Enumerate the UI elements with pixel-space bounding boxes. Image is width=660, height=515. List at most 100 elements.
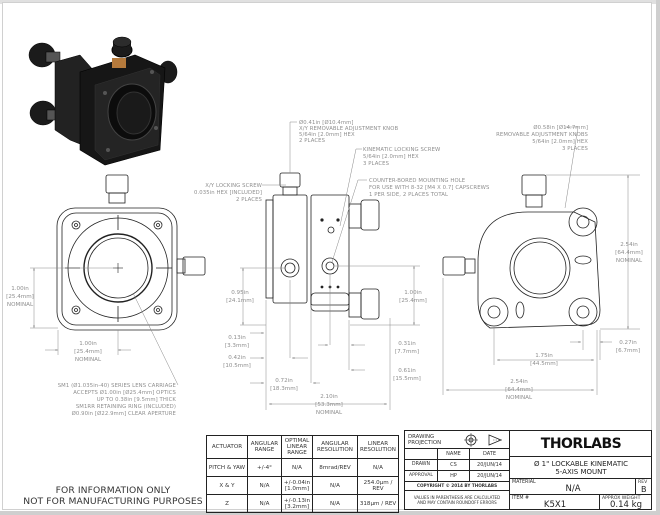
table-row: PITCH & YAW +/-4° N/A 8mrad/REV N/A bbox=[206, 458, 399, 477]
cell: N/A bbox=[312, 494, 358, 513]
front-dimension-lines bbox=[30, 267, 179, 386]
dim-side-013: 0.13in [3.3mm] bbox=[225, 335, 249, 349]
callout-kinematic-screw: KINEMATIC LOCKING SCREW 5/64in [2.0mm] H… bbox=[363, 147, 441, 167]
projection-label-line: DRAWING bbox=[408, 434, 435, 440]
dim-text: [64.4mm] bbox=[505, 387, 533, 393]
callout-line: X/Y LOCKING SCREW bbox=[205, 183, 262, 189]
callout-line: 5/64in [2.0mm] HEX bbox=[363, 154, 419, 160]
dim-text: 0.72in bbox=[275, 378, 293, 384]
dim-text: [15.5mm] bbox=[393, 376, 421, 382]
dim-text: 0.42in bbox=[228, 355, 246, 361]
item-label: ITEM # bbox=[512, 496, 530, 501]
dim-text: [24.1mm] bbox=[226, 298, 254, 304]
callout-line: 0.035in HEX [INCLUDED] bbox=[194, 190, 262, 196]
page-border-bottom bbox=[0, 511, 660, 515]
dim-side-061: 0.61in [15.5mm] bbox=[393, 368, 421, 382]
cell: +/-0.13in [3.2mm] bbox=[281, 494, 313, 513]
table-row: X & Y N/A +/-0.04in [1.0mm] N/A 254.0µm … bbox=[206, 476, 399, 495]
callout-xy-locking-screw: X/Y LOCKING SCREW 0.035in HEX [INCLUDED]… bbox=[194, 183, 263, 203]
callout-line: 5/64in [2.0mm] HEX bbox=[299, 132, 355, 138]
dim-side-031: 0.31in [7.7mm] bbox=[395, 341, 419, 355]
callout-xy-knob: Ø0.41in [Ø10.4mm] X/Y REMOVABLE ADJUSTME… bbox=[299, 119, 398, 144]
material-label: MATERIAL bbox=[512, 480, 536, 485]
back-view bbox=[442, 174, 601, 329]
values-note-line: VALUES IN PARENTHESIS ARE CALCULATED bbox=[413, 495, 501, 500]
callout-line: SM1 (Ø1.035in-40) SERIES LENS CARRIAGE bbox=[58, 382, 177, 389]
cell: +/-0.04in [1.0mm] bbox=[281, 476, 313, 495]
dim-text: NOMINAL bbox=[7, 302, 34, 308]
callout-line: KINEMATIC LOCKING SCREW bbox=[363, 147, 441, 153]
dim-text: NOMINAL bbox=[506, 395, 533, 401]
dim-text: NOMINAL bbox=[616, 258, 643, 264]
dim-text: [10.5mm] bbox=[223, 363, 251, 369]
dim-text: [64.4mm] bbox=[615, 250, 643, 256]
drawn-date: 20/JUN/14 bbox=[470, 460, 510, 471]
header-optimal-linear-range: OPTIMAL LINEAR RANGE bbox=[281, 435, 313, 459]
callout-sm1-lens-carriage: SM1 (Ø1.035in-40) SERIES LENS CARRIAGE A… bbox=[58, 382, 177, 417]
drawn-name: CS bbox=[438, 460, 470, 471]
dim-text: [7.7mm] bbox=[395, 349, 419, 355]
callout-line: 1 PER SIDE, 2 PLACES TOTAL bbox=[369, 192, 448, 198]
callout-removable-knobs: Ø0.58in [Ø14.7mm] REMOVABLE ADJUSTMENT K… bbox=[496, 124, 588, 152]
dim-side-072: 0.72in [18.3mm] bbox=[270, 378, 298, 392]
brand-text: THORLABS bbox=[540, 436, 622, 452]
dim-text: [25.4mm] bbox=[6, 294, 34, 300]
cell: N/A bbox=[281, 458, 313, 477]
dim-text: [6.7mm] bbox=[616, 348, 640, 354]
approval-date: 20/JUN/14 bbox=[470, 471, 510, 482]
callout-line: 3 PLACES bbox=[562, 146, 589, 152]
dim-text: 2.54in bbox=[620, 242, 638, 248]
cell: PITCH & YAW bbox=[206, 458, 248, 477]
dim-text: NOMINAL bbox=[316, 410, 343, 416]
thorlabs-logo: THORLABS bbox=[510, 436, 652, 452]
values-note: VALUES IN PARENTHESIS ARE CALCULATED AND… bbox=[405, 491, 510, 510]
item-cell: ITEM # K5X1 bbox=[510, 495, 600, 510]
table-row: Z N/A +/-0.13in [3.2mm] N/A 318µm / REV bbox=[206, 494, 399, 513]
callout-mounting-hole: COUNTER-BORED MOUNTING HOLE FOR USE WITH… bbox=[369, 178, 490, 198]
third-angle-projection-icon bbox=[464, 433, 503, 447]
dim-back-width: 2.54in [64.4mm] NOMINAL bbox=[505, 379, 533, 401]
header-angular-resolution: ANGULAR RESOLUTION bbox=[312, 435, 358, 459]
back-dimension-lines bbox=[442, 126, 640, 395]
dim-front-width: 1.00in [25.4mm] NOMINAL bbox=[74, 341, 102, 363]
projection-label-line: PROJECTION bbox=[408, 440, 442, 446]
cell: X & Y bbox=[206, 476, 248, 495]
page-border-right bbox=[656, 0, 660, 515]
dim-side-042: 0.42in [10.5mm] bbox=[223, 355, 251, 369]
callout-line: REMOVABLE ADJUSTMENT KNOBS bbox=[496, 132, 588, 138]
disclaimer-line-1: FOR INFORMATION ONLY bbox=[55, 485, 171, 496]
approval-label: APPROVAL bbox=[405, 471, 438, 482]
cell: 8mrad/REV bbox=[312, 458, 358, 477]
dim-back-175: 1.75in [44.5mm] bbox=[530, 353, 558, 367]
dim-front-height: 1.00in [25.4mm] NOMINAL bbox=[6, 286, 34, 308]
name-header: NAME bbox=[438, 449, 470, 460]
title-block: DRAWING PROJECTION NAME DATE DRAWN CS 20… bbox=[404, 430, 652, 510]
cell: +/-4° bbox=[247, 458, 282, 477]
dim-text: 0.31in bbox=[398, 341, 416, 347]
projection-cell: DRAWING PROJECTION bbox=[405, 431, 510, 449]
drawing-title: Ø 1" LOCKABLE KINEMATIC 5-AXIS MOUNT bbox=[510, 457, 652, 479]
dim-text: [53.3mm] bbox=[315, 402, 343, 408]
callout-line: 2 PLACES bbox=[299, 138, 326, 144]
dim-text: 2.10in bbox=[320, 394, 338, 400]
projection-label: DRAWING PROJECTION bbox=[408, 434, 441, 446]
rev-cell: REV B bbox=[636, 479, 652, 495]
weight-cell: APPROX WEIGHT 0.14 kg bbox=[600, 495, 652, 510]
dim-back-027: 0.27in [6.7mm] bbox=[616, 340, 640, 354]
cell: 254.0µm / REV bbox=[357, 476, 399, 495]
dim-text: [25.4mm] bbox=[399, 298, 427, 304]
callout-line: UP TO 0.38in [9.5mm] THICK bbox=[97, 397, 177, 403]
dim-text: 1.75in bbox=[535, 353, 553, 359]
isometric-product-render bbox=[28, 36, 178, 166]
dim-back-height: 2.54in [64.4mm] NOMINAL bbox=[615, 242, 643, 264]
callout-line: SM1RR RETAINING RING (INCLUDED) bbox=[76, 404, 176, 410]
cell: 318µm / REV bbox=[357, 494, 399, 513]
disclaimer: FOR INFORMATION ONLY NOT FOR MANUFACTURI… bbox=[18, 485, 208, 507]
callout-line: 5/64in [2.0mm] HEX bbox=[532, 139, 588, 145]
weight-value: 0.14 kg bbox=[610, 500, 642, 510]
callout-line: ACCEPTS Ø1.00in [Ø25.4mm] OPTICS bbox=[73, 389, 176, 396]
dim-side-axis-height: 0.95in [24.1mm] bbox=[226, 290, 254, 304]
callout-line: Ø0.58in [Ø14.7mm] bbox=[533, 124, 588, 131]
material-value: N/A bbox=[565, 484, 581, 494]
